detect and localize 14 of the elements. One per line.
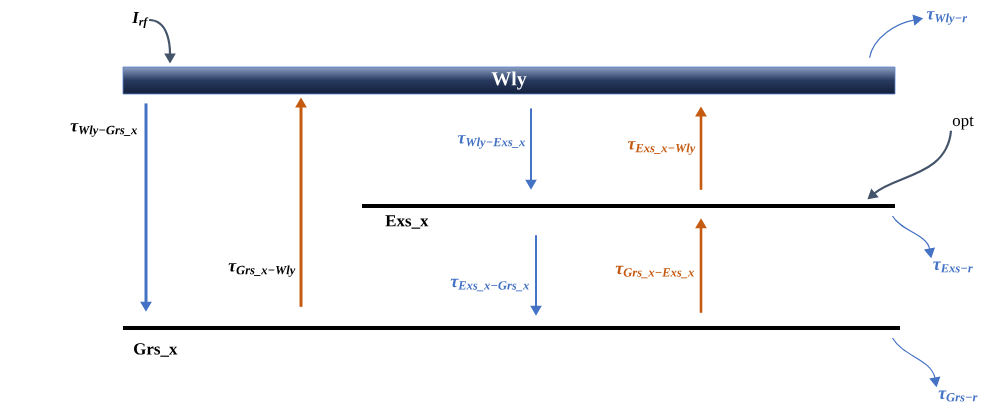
symbol-label: I$_{rf}$: [132, 11, 149, 29]
energy-level-line: Exs_x: [362, 204, 895, 229]
edge-label: τ$_{Wly−Grs_x}$: [70, 123, 137, 137]
symbol-label: opt: [952, 116, 974, 130]
edge-label: τ$_{Exs_x−Grs_x}$: [450, 278, 529, 292]
symbol-label: τ$_{Grs−r}$: [938, 390, 978, 402]
energy-level-line: Grs_x: [123, 326, 900, 357]
symbol-label: τ$_{Exs−r}$: [933, 261, 973, 273]
symbol-label: τ$_{Wly−r}$: [926, 11, 968, 25]
edge-label: τ$_{Grs_x−Exs_x}$: [615, 265, 694, 279]
energy-level-bar: Wly: [122, 66, 896, 95]
edge-label: τ$_{Exs_x−Wly}$: [627, 141, 696, 155]
edge-label: τ$_{Wly−Exs_x}$: [457, 135, 525, 149]
edge-label: τ$_{Grs_x−Wly}$: [228, 263, 296, 277]
